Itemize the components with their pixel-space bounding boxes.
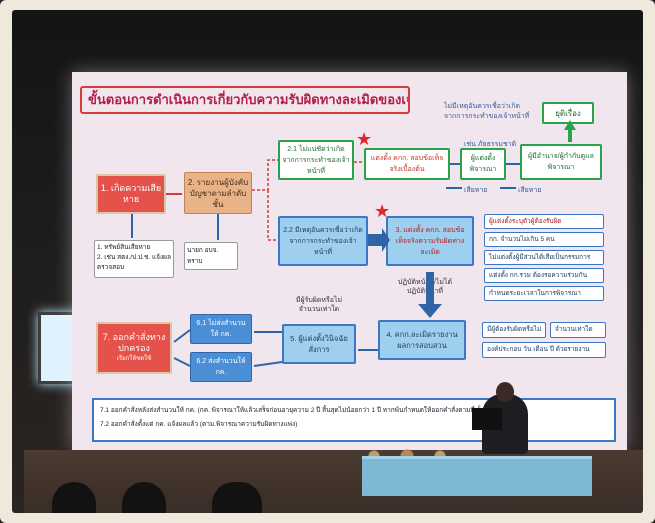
side-item-4: แต่งตั้ง กก.รวม ต้องรอความร่วมกัน xyxy=(484,268,604,283)
presenter-head xyxy=(496,382,514,402)
step-2-acknowledge: นายก อบจ. ทราบ xyxy=(184,242,238,270)
step-2-1-unclear: 2.1 ไม่แน่ชัดว่าเกิดจากการกระทำของเจ้าหน… xyxy=(278,140,354,180)
step-appointer-review: ผู้แต่งตั้งพิจารณา xyxy=(460,148,506,180)
step-preliminary-inquiry: แต่งตั้ง คกก. สอบข้อเท็จจริงเบื้องต้น xyxy=(364,148,450,180)
arrow-6-1-to-7 xyxy=(173,329,191,343)
side-item-5: กำหนดระยะเวลาในการพิจารณา xyxy=(484,286,604,301)
audience-head xyxy=(52,482,96,513)
slide-title: ขั้นตอนการดำเนินการเกี่ยวกับความรับผิดทา… xyxy=(80,86,410,114)
arrow-6-2-to-7 xyxy=(173,357,191,367)
projection-screen: ขั้นตอนการดำเนินการเกี่ยวกับความรับผิดทา… xyxy=(72,72,627,450)
step-1-example-2: 2. เช่น สตง./ป.ป.ช. แจ้งผลตรวจสอบ xyxy=(97,254,171,271)
bottom-notes: 7.1 ออกคำสั่งหลังส่งสำนวนให้ กค. (กค. พิ… xyxy=(92,398,616,442)
bottom-note-2: 7.2 ออกคำสั่งตั้งแต่ กค. แจ้งผลแล้ว (ตาม… xyxy=(100,421,298,428)
desk-monitor xyxy=(472,408,502,430)
step-4-report: 4. คกก.ละเมิดรายงานผลการสอบสวน xyxy=(378,320,466,360)
photograph: ขั้นตอนการดำเนินการเกี่ยวกับความรับผิดทา… xyxy=(12,10,643,513)
step-4-side-2: จำนวนเท่าใด xyxy=(550,322,606,338)
label-damage-a: เสียหาย xyxy=(464,187,488,194)
arrow-2-to-2-2 xyxy=(267,190,278,241)
side-item-3: ไม่แต่งตั้งผู้มีส่วนได้เสียเป็นกรรมการ xyxy=(484,250,604,265)
end-box: ยุติเรื่อง xyxy=(542,102,594,124)
arrow-2-to-2-1 xyxy=(252,159,278,191)
step-2-2-cause: 2.2 มีเหตุอันควรเชื่อว่าเกิดจากการกระทำข… xyxy=(278,216,368,266)
step-2-report: 2. รายงานผู้บังคับบัญชาตามลำดับชั้น xyxy=(184,172,252,214)
side-item-1: ผู้แต่งตั้งระบุตัวผู้ต้องรับผิด xyxy=(484,214,604,229)
note-natural-disaster: เช่น ภัยธรรมชาติ xyxy=(464,141,517,148)
step-7-sub: เรียกให้ชดใช้ xyxy=(116,355,152,362)
star-icon: ★ xyxy=(356,129,373,149)
arrow-2-2-to-3 xyxy=(368,228,390,252)
step-3-branch-note: ปฏิบัติหน้าที่/ไม่ได้ปฏิบัติหน้าที่ xyxy=(397,279,453,295)
step-authority-review: ผู้มีอำนาจ/ผู้กำกับดูแล พิจารณา xyxy=(520,144,602,180)
side-item-2: กก. จำนวนไม่เกิน 5 คน xyxy=(484,232,604,247)
note-no-cause-1: ไม่มีเหตุอันควรเชื่อว่าเกิด xyxy=(444,103,521,110)
head-table xyxy=(362,456,592,496)
step-7-order: 7. ออกคำสั่งทางปกครอง เรียกให้ชดใช้ xyxy=(96,322,172,374)
arrow-5-to-6-2 xyxy=(253,361,283,367)
bottom-note-1: 7.1 ออกคำสั่งหลังส่งสำนวนให้ กค. (กค. พิ… xyxy=(100,407,506,414)
label-damage-b: เสียหาย xyxy=(518,187,542,194)
arrow-3-to-4 xyxy=(418,272,442,318)
step-5-note: มีผู้รับผิดหรือไม่ จำนวนเท่าใด xyxy=(295,297,343,313)
arrow-up-to-end xyxy=(564,120,576,142)
flow-arrows xyxy=(131,120,576,367)
step-7-label: 7. ออกคำสั่งทางปกครอง xyxy=(102,331,166,353)
star-icon: ★ xyxy=(374,201,391,221)
step-1-examples: 1. ทรัพย์สินเสียหาย 2. เช่น สตง./ป.ป.ช. … xyxy=(94,240,174,278)
step-3-committee: 3. แต่งตั้ง คกก. สอบข้อเท็จจริงความรับผิ… xyxy=(386,216,474,266)
step-4-side-1: มีผู้ต้องรับผิดหรือไม่ xyxy=(482,322,546,338)
audience-head xyxy=(122,482,166,513)
step-4-side-3: องค์ประกอบ วัน เดือน ปี ด้วยรายงาน xyxy=(482,342,606,358)
note-no-cause-2: จากการกระทำของเจ้าหน้าที่ xyxy=(444,113,530,120)
step-6-1-not-send: 6.1 ไม่ส่งสำนวนให้ กค. xyxy=(190,314,252,344)
step-1-damage: 1. เกิดความเสียหาย xyxy=(96,174,166,214)
step-1-example-1: 1. ทรัพย์สินเสียหาย xyxy=(97,244,151,251)
step-6-2-send: 6.2 ส่งสำนวนให้ กค. xyxy=(190,352,252,382)
step-5-decision: 5. ผู้แต่งตั้งวินิจฉัยสั่งการ xyxy=(282,324,356,364)
audience-head xyxy=(212,482,262,513)
